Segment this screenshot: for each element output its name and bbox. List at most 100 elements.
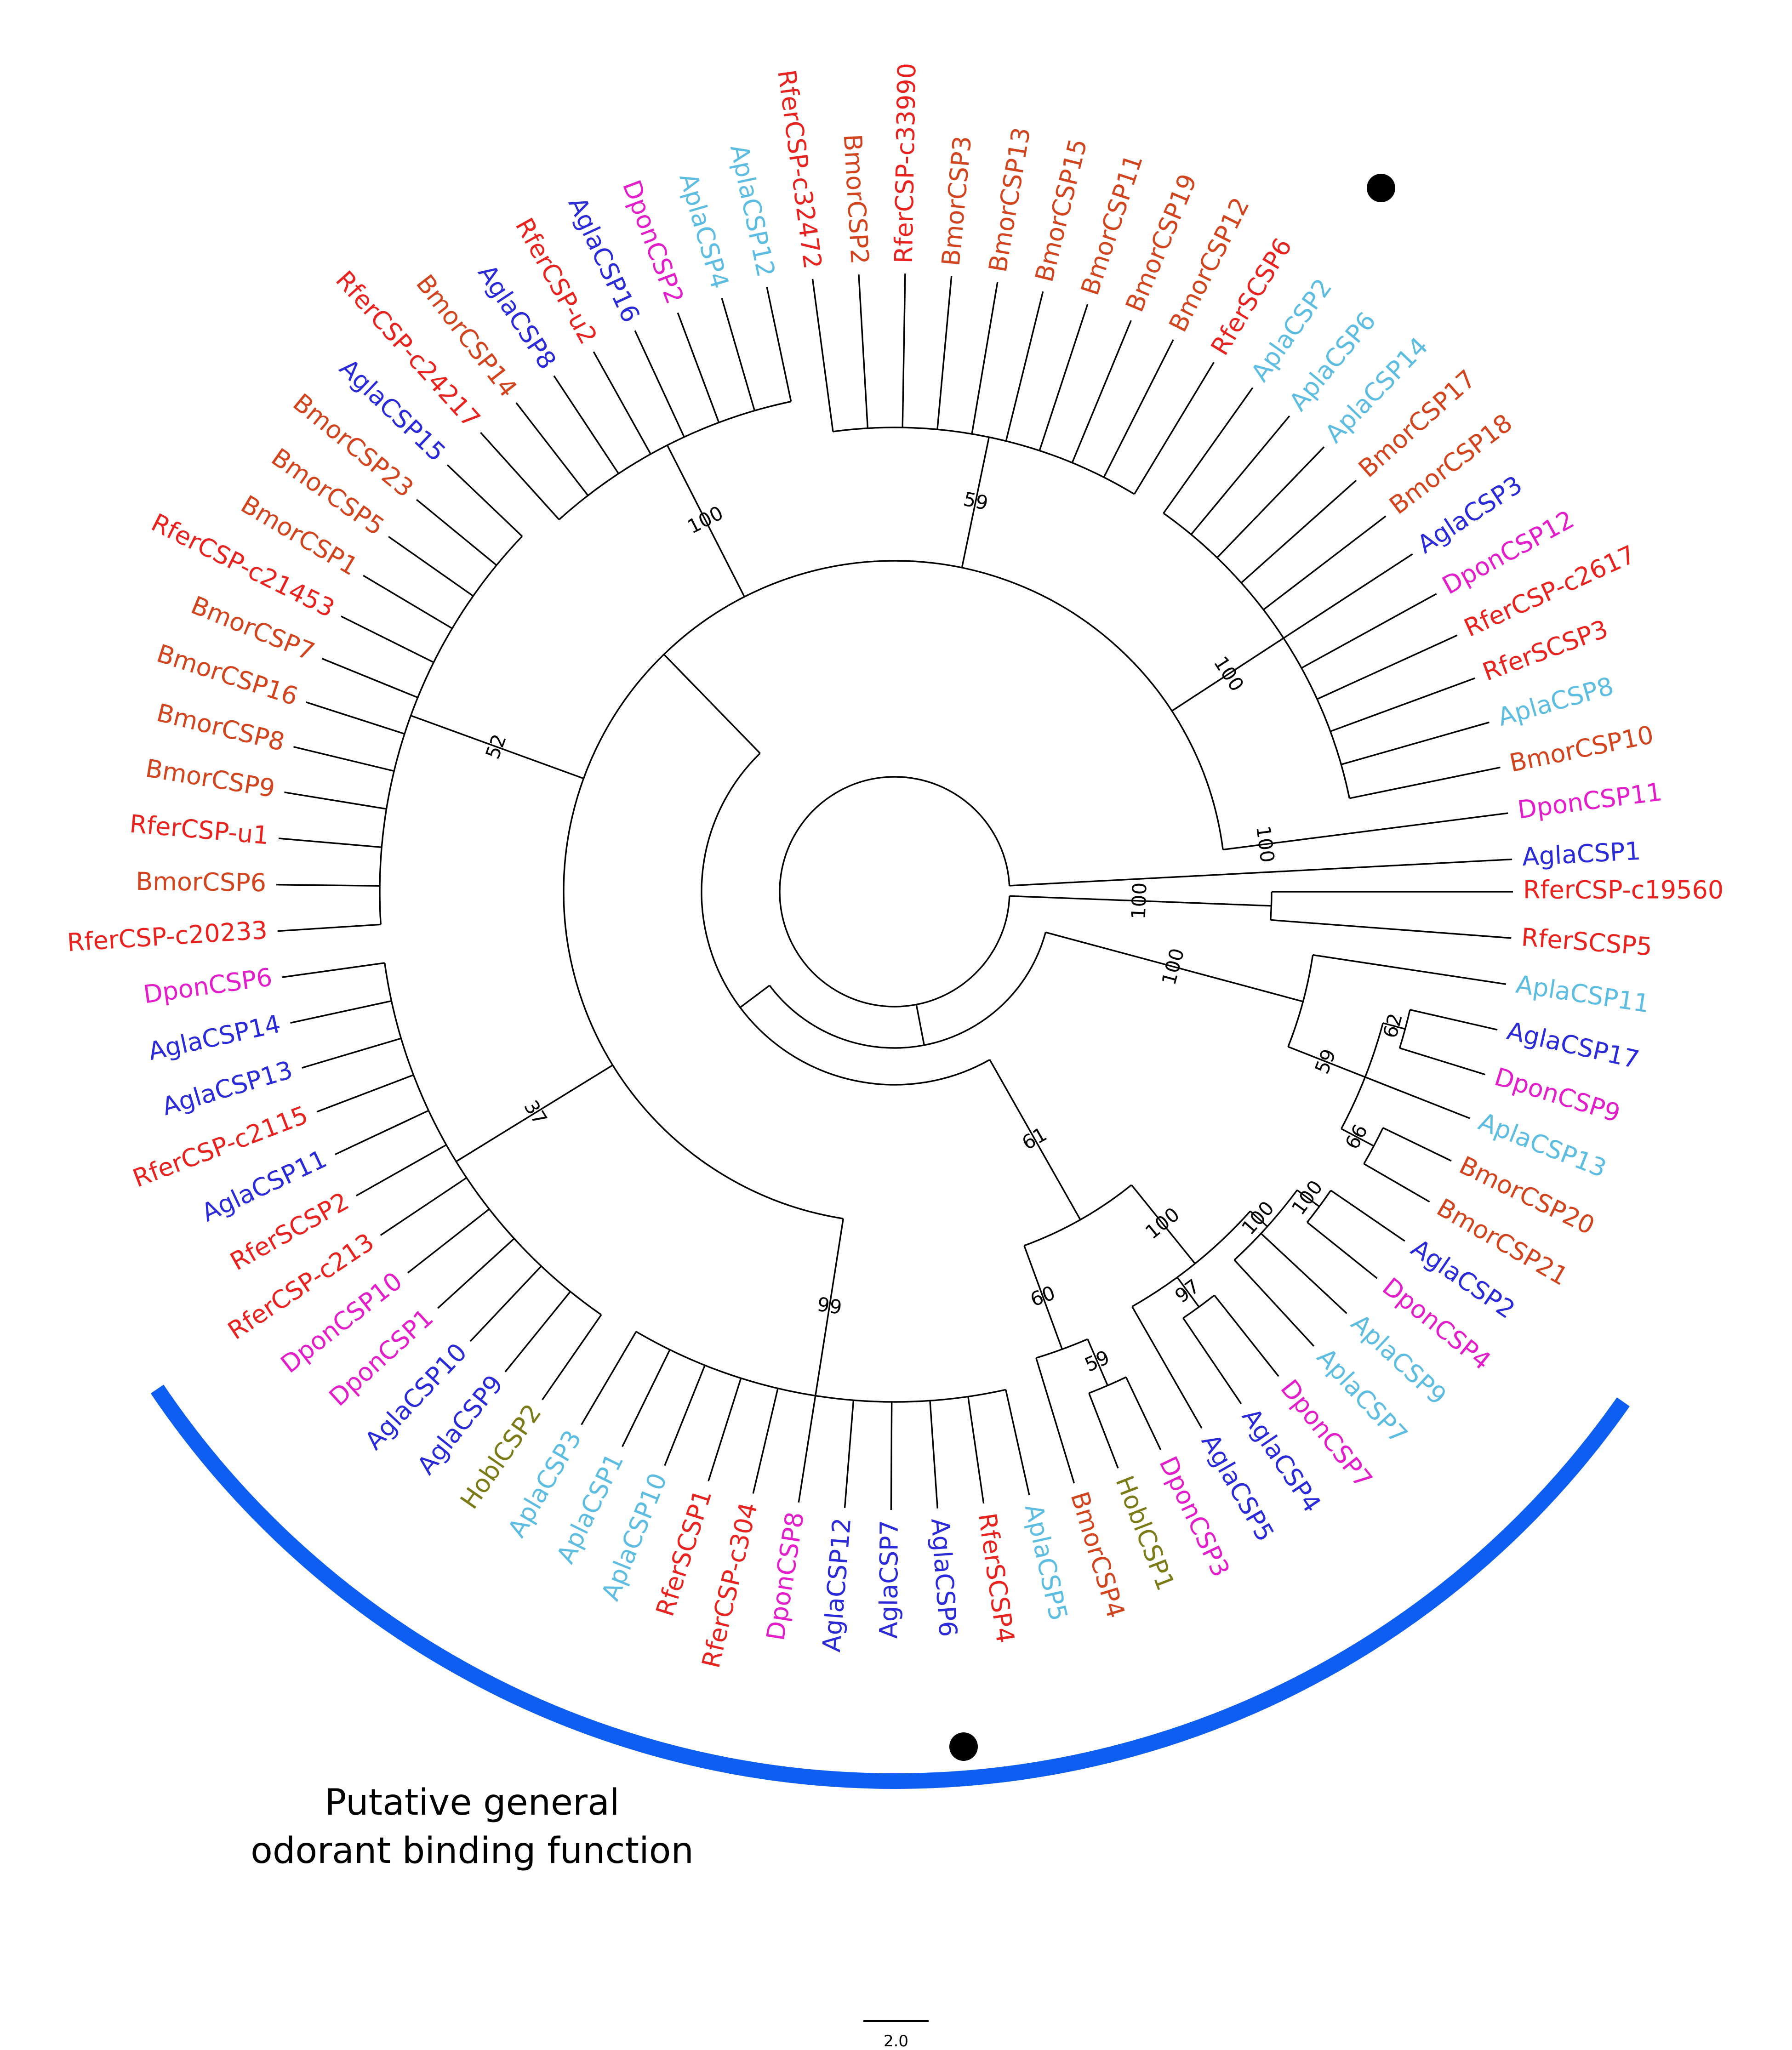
branch-19 xyxy=(1307,1221,1378,1279)
branch-98 xyxy=(1005,291,1044,441)
leaf-aglacsp14: AglaCSP14 xyxy=(146,1009,283,1066)
branch-8 xyxy=(1382,1022,1405,1030)
branch-62 xyxy=(334,1110,429,1156)
branch-50 xyxy=(664,1365,706,1466)
branch-125 xyxy=(915,1004,925,1046)
branch-92 xyxy=(666,444,745,598)
branch-26 xyxy=(1214,1294,1279,1377)
bootstrap-label-14: 52 xyxy=(481,731,511,762)
branch-75 xyxy=(321,658,418,699)
branch-65 xyxy=(290,1000,392,1024)
bootstrap-label-18: 100 xyxy=(1252,825,1279,864)
leaf-rferscsp4: RferSCSP4 xyxy=(972,1511,1020,1645)
bootstrap-label-13: 37 xyxy=(519,1096,552,1129)
leaf-aplacsp4: AplaCSP4 xyxy=(673,170,735,292)
leaf-rfercsp-c20233: RferCSP-c20233 xyxy=(66,916,268,957)
branch-105 xyxy=(1163,387,1254,514)
branch-109 xyxy=(1263,515,1387,610)
branch-57 xyxy=(469,1265,542,1342)
branch-37 xyxy=(1035,1357,1075,1484)
branch-7 xyxy=(1398,1009,1411,1048)
branch-72 xyxy=(284,792,387,810)
bootstrap-label-11: 61 xyxy=(1018,1122,1051,1154)
branch-101 xyxy=(1103,339,1174,478)
leaf-rfercsp-c32472: RferCSP-c32472 xyxy=(772,68,827,271)
branch-123 xyxy=(739,985,770,1008)
branch-95 xyxy=(902,273,906,428)
branch-53 xyxy=(635,1331,1006,1403)
branch-113 xyxy=(1330,677,1475,732)
branch-82 xyxy=(411,715,584,780)
branch-30 xyxy=(1131,1306,1203,1429)
leaf-aplacsp8: AplaCSP8 xyxy=(1495,672,1617,732)
branch-56 xyxy=(504,1291,571,1372)
branch-80 xyxy=(446,464,523,537)
branch-17 xyxy=(1045,931,1303,1002)
branch-18 xyxy=(1330,1190,1405,1242)
branch-55 xyxy=(542,1314,602,1401)
branch-99 xyxy=(1039,304,1089,451)
branch-81 xyxy=(379,535,523,925)
branch-85 xyxy=(553,375,619,474)
branch-93 xyxy=(811,279,834,432)
bootstrap-label-5: 100 xyxy=(1287,1176,1327,1219)
branch-23 xyxy=(1233,1259,1315,1347)
branch-86 xyxy=(593,351,651,455)
branch-39 xyxy=(1023,1245,1063,1350)
branch-59 xyxy=(407,1208,490,1274)
branch-104 xyxy=(961,437,990,568)
leaf-rferscsp5: RferSCSP5 xyxy=(1520,922,1653,961)
leaf-aglacsp17: AglaCSP17 xyxy=(1504,1016,1642,1075)
branch-111 xyxy=(1301,593,1437,669)
branch-76 xyxy=(341,615,434,663)
leaf-aglacsp1: AglaCSP1 xyxy=(1521,837,1641,871)
leaf-rfercsp-u1: RferCSP-u1 xyxy=(128,809,270,850)
scale-bar-label: 2.0 xyxy=(884,2032,908,2050)
branch-96 xyxy=(936,276,953,430)
leaf-rfercsp-c19560: RferCSP-c19560 xyxy=(1523,876,1724,905)
branch-52 xyxy=(581,1331,637,1425)
branch-47 xyxy=(798,1395,816,1503)
bootstrap-label-9: 59 xyxy=(1081,1346,1113,1376)
bootstrap-label-10: 60 xyxy=(1027,1281,1058,1311)
branch-77 xyxy=(363,575,453,629)
leaf-aglacsp6: AglaCSP6 xyxy=(925,1517,963,1638)
branch-61 xyxy=(356,1144,447,1196)
branch-3 xyxy=(1009,895,1272,907)
branch-46 xyxy=(844,1400,855,1508)
branch-84 xyxy=(515,402,589,496)
branch-124 xyxy=(769,932,1046,1049)
marker-dot-rferscsp6 xyxy=(1367,174,1395,202)
branch-34 xyxy=(1088,1393,1119,1469)
branch-106 xyxy=(1190,415,1290,535)
leaf-aglacsp7: AglaCSP7 xyxy=(874,1520,903,1639)
branch-102 xyxy=(1134,362,1215,495)
branch-94 xyxy=(858,274,869,428)
branch-41 xyxy=(989,1059,1081,1220)
leaf-aplacsp12: AplaCSP12 xyxy=(725,142,781,279)
tree-branches xyxy=(276,273,1513,1510)
bootstrap-label-12: 99 xyxy=(816,1293,843,1319)
branch-5 xyxy=(1410,1009,1498,1031)
branch-117 xyxy=(1171,637,1284,712)
marker-dot-rferscsp4 xyxy=(949,1732,978,1761)
branch-112 xyxy=(1317,634,1458,700)
bootstrap-label-6: 100 xyxy=(1237,1197,1278,1239)
branch-83 xyxy=(480,432,560,520)
branch-11 xyxy=(1363,1163,1430,1203)
bootstrap-label-7: 97 xyxy=(1171,1275,1204,1307)
branch-114 xyxy=(1341,721,1490,765)
leaf-bmorcsp10: BmorCSP10 xyxy=(1507,720,1656,778)
leaf-bmorcsp9: BmorCSP9 xyxy=(143,754,277,803)
branch-87 xyxy=(634,330,685,438)
branch-51 xyxy=(622,1349,671,1447)
branch-21 xyxy=(1296,1189,1320,1207)
branch-58 xyxy=(437,1238,515,1309)
leaf-bmorcsp6: BmorCSP6 xyxy=(136,867,266,897)
branch-73 xyxy=(293,746,394,772)
branch-32 xyxy=(1130,1184,1196,1264)
branch-90 xyxy=(766,286,792,402)
branch-119 xyxy=(1222,838,1305,851)
branch-110 xyxy=(1283,553,1413,639)
